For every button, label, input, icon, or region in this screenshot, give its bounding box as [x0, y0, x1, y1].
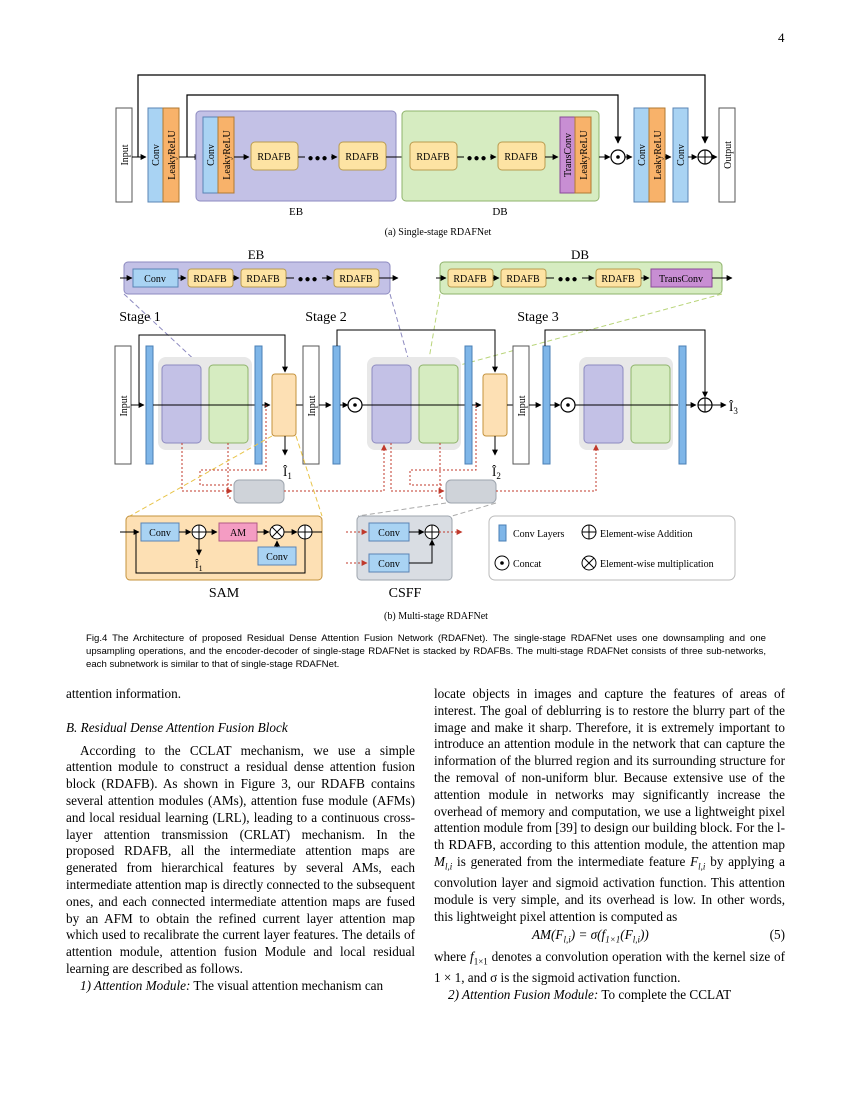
left-column: attention information. B. Residual Dense…: [66, 686, 415, 995]
svg-text:Î1: Î1: [195, 559, 203, 573]
equation-row: AM(Fl,i) = σ(f1×1(Fl,i)) (5): [434, 927, 785, 945]
figure-caption: Fig.4 The Architecture of proposed Resid…: [86, 633, 766, 670]
svg-text:Conv: Conv: [266, 552, 288, 563]
svg-text:RDAFB: RDAFB: [601, 274, 635, 285]
input-label: Input: [120, 144, 131, 165]
multi-stage-diagram: EB Conv RDAFB RDAFB ●●● RDAFB DB RDAFB R…: [114, 247, 738, 622]
equation: AM(Fl,i) = σ(f1×1(Fl,i)): [532, 926, 649, 945]
svg-text:LeakyReLU: LeakyReLU: [222, 130, 233, 180]
svg-text:Conv: Conv: [378, 528, 400, 539]
paragraph: 2) Attention Fusion Module: To complete …: [448, 987, 732, 1003]
svg-text:RDAFB: RDAFB: [504, 152, 538, 163]
svg-text:RDAFB: RDAFB: [416, 152, 450, 163]
svg-text:LeakyReLU: LeakyReLU: [579, 130, 590, 180]
svg-text:Conv: Conv: [149, 528, 171, 539]
svg-text:●●●: ●●●: [557, 274, 578, 285]
svg-text:CSFF: CSFF: [389, 586, 422, 601]
section-heading: B. Residual Dense Attention Fusion Block: [66, 719, 288, 735]
paragraph: 1) Attention Module: The visual attentio…: [80, 977, 384, 993]
equation-number: (5): [769, 926, 785, 942]
svg-text:Conv Layers: Conv Layers: [513, 529, 564, 540]
svg-text:DB: DB: [571, 247, 589, 262]
svg-text:Conv: Conv: [378, 559, 400, 570]
svg-text:EB: EB: [248, 247, 265, 262]
svg-text:Conv: Conv: [144, 274, 166, 285]
svg-text:Input: Input: [307, 395, 318, 416]
svg-text:Element-wise multiplication: Element-wise multiplication: [600, 559, 714, 570]
output-box: [718, 107, 736, 203]
svg-text:Stage 1: Stage 1: [119, 310, 161, 325]
subcaption-b: (b) Multi-stage RDAFNet: [384, 611, 488, 622]
architecture-figure: Input Conv LeakyReLU Conv LeakyReLU RDAF…: [114, 74, 738, 622]
svg-text:RDAFB: RDAFB: [246, 274, 280, 285]
svg-text:Î3: Î3: [729, 399, 738, 416]
svg-text:RDAFB: RDAFB: [453, 274, 487, 285]
svg-text:RDAFB: RDAFB: [345, 152, 379, 163]
svg-text:TransConv: TransConv: [563, 133, 574, 177]
svg-text:●●●: ●●●: [297, 274, 318, 285]
svg-text:Element-wise Addition: Element-wise Addition: [600, 529, 693, 540]
svg-text:Input: Input: [119, 395, 130, 416]
svg-text:RDAFB: RDAFB: [257, 152, 291, 163]
svg-text:Conv: Conv: [206, 144, 217, 166]
svg-text:TransConv: TransConv: [659, 274, 703, 285]
svg-text:AM: AM: [230, 528, 246, 539]
svg-text:SAM: SAM: [209, 586, 240, 601]
svg-text:Concat: Concat: [513, 559, 542, 570]
svg-text:RDAFB: RDAFB: [506, 274, 540, 285]
svg-text:RDAFB: RDAFB: [193, 274, 227, 285]
svg-text:RDAFB: RDAFB: [339, 274, 373, 285]
svg-text:Î2: Î2: [492, 464, 501, 481]
svg-text:●●●: ●●●: [466, 153, 487, 164]
lrelu-label: LeakyReLU: [167, 130, 178, 180]
svg-text:Input: Input: [517, 395, 528, 416]
svg-text:Î1: Î1: [283, 464, 292, 481]
svg-text:LeakyReLU: LeakyReLU: [653, 130, 664, 180]
paragraph: attention information.: [66, 686, 181, 701]
svg-text:Stage 3: Stage 3: [517, 310, 559, 325]
paragraph: According to the CCLAT mechanism, we use…: [66, 742, 415, 976]
eb-label: EB: [289, 206, 303, 218]
input-box: [115, 107, 133, 203]
db-label: DB: [492, 206, 507, 218]
right-column: locate objects in images and capture the…: [434, 686, 785, 1004]
paragraph: where f1×1 denotes a convolution operati…: [434, 948, 785, 986]
page-number: 4: [778, 30, 785, 45]
subcaption-a: (a) Single-stage RDAFNet: [385, 227, 492, 238]
single-stage-diagram: Input Conv LeakyReLU Conv LeakyReLU RDAF…: [115, 74, 736, 238]
conv-label: Conv: [151, 144, 162, 166]
svg-text:Conv: Conv: [676, 144, 687, 166]
svg-text:●●●: ●●●: [307, 153, 328, 164]
svg-text:Output: Output: [723, 141, 734, 169]
paragraph: locate objects in images and capture the…: [434, 686, 785, 924]
svg-text:Stage 2: Stage 2: [305, 310, 347, 325]
svg-text:Conv: Conv: [637, 144, 648, 166]
